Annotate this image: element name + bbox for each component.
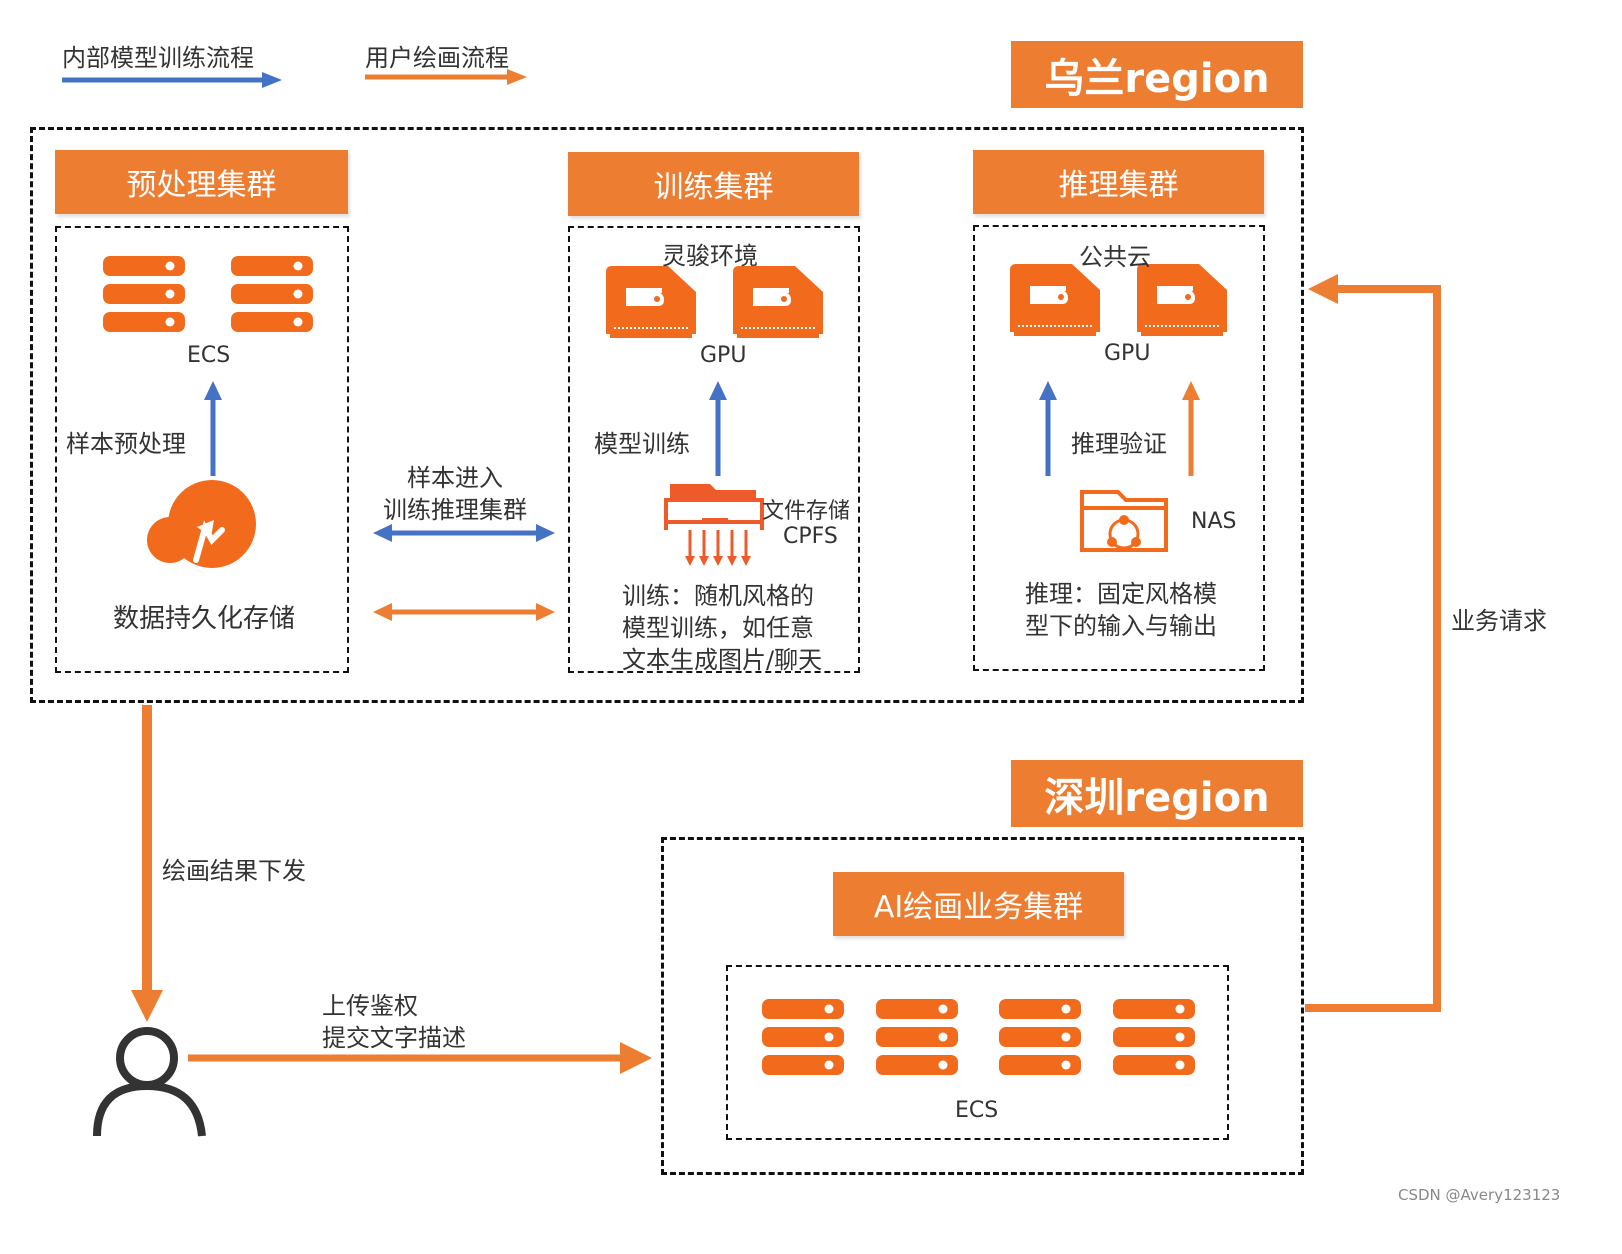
server-rack-icon	[999, 999, 1081, 1075]
training-desc-line: 文本生成图片/聊天	[622, 646, 823, 674]
legend-user-label: 用户绘画流程	[365, 44, 509, 72]
preprocess-up-arrow	[204, 381, 222, 476]
server-rack-icon	[762, 999, 844, 1075]
training-desc-line: 模型训练，如任意	[622, 614, 814, 642]
preprocess-server-label: ECS	[187, 343, 231, 368]
server-rack-icon	[103, 256, 185, 332]
server-rack-icon	[876, 999, 958, 1075]
legend-internal-arrow	[62, 72, 282, 88]
training-cluster-header: 训练集群	[568, 152, 859, 216]
inference-cluster-box	[973, 225, 1265, 671]
inference-cluster-header: 推理集群	[973, 150, 1264, 214]
server-rack-icon	[1113, 999, 1195, 1075]
training-gpu-label: GPU	[700, 343, 747, 368]
region-ulan-header: 乌兰region	[1011, 41, 1303, 108]
legend-internal-label: 内部模型训练流程	[62, 44, 254, 72]
inference-orange-up-arrow	[1182, 381, 1200, 476]
result-down-arrow	[131, 705, 163, 1022]
inference-desc: 推理：固定风格模 型下的输入与输出	[1025, 578, 1217, 642]
upload-arrow	[188, 1042, 652, 1074]
business-request-label: 业务请求	[1451, 607, 1547, 635]
nas-folder-icon	[1080, 490, 1168, 552]
cloud-upload-icon	[147, 480, 256, 568]
sample-entry-orange-arrow	[373, 603, 555, 621]
upload-label: 上传鉴权 提交文字描述	[322, 990, 466, 1054]
inference-gpu-label: GPU	[1104, 341, 1151, 366]
inference-step-label: 推理验证	[1071, 430, 1167, 458]
ai-painting-cluster-box	[726, 965, 1229, 1140]
inference-desc-line: 推理：固定风格模	[1025, 580, 1217, 608]
upload-line: 上传鉴权	[322, 992, 418, 1020]
sample-entry-line: 训练推理集群	[383, 496, 527, 524]
ai-painting-server-label: ECS	[955, 1098, 999, 1123]
preprocess-step-label: 样本预处理	[66, 430, 186, 458]
region-shenzhen-header: 深圳region	[1011, 760, 1303, 827]
legend-user-arrow	[365, 69, 527, 85]
preprocess-cluster-box	[55, 226, 349, 673]
training-desc-line: 训练：随机风格的	[622, 582, 814, 610]
training-storage-label-1: 文件存储	[762, 499, 851, 524]
result-down-label: 绘画结果下发	[162, 857, 306, 885]
training-env-label: 灵骏环境	[662, 242, 758, 270]
inference-storage-label: NAS	[1191, 509, 1237, 534]
region-ulan-box	[30, 127, 1304, 703]
region-shenzhen-box	[661, 837, 1304, 1175]
gpu-card-icon	[732, 265, 824, 339]
training-cluster-box	[568, 226, 860, 673]
preprocess-cluster-header: 预处理集群	[55, 150, 348, 214]
gpu-card-icon	[1009, 263, 1101, 337]
inference-desc-line: 型下的输入与输出	[1025, 612, 1217, 640]
training-step-label: 模型训练	[594, 430, 690, 458]
inference-blue-up-arrow	[1039, 381, 1057, 476]
user-icon	[93, 1027, 206, 1137]
gpu-card-icon	[1136, 263, 1228, 337]
sample-entry-line: 样本进入	[407, 464, 503, 492]
watermark: CSDN @Avery123123	[1398, 1186, 1561, 1204]
training-storage-label-2: CPFS	[783, 524, 838, 549]
upload-line: 提交文字描述	[322, 1024, 466, 1052]
file-storage-icon	[664, 484, 764, 566]
sample-entry-label: 样本进入 训练推理集群	[383, 462, 527, 526]
server-rack-icon	[231, 256, 313, 332]
business-request-arrow	[1305, 274, 1441, 1012]
ai-painting-cluster-header: AI绘画业务集群	[833, 872, 1124, 936]
preprocess-storage-label: 数据持久化存储	[113, 604, 296, 634]
gpu-card-icon	[605, 265, 697, 339]
training-up-arrow	[709, 381, 727, 476]
sample-entry-blue-arrow	[373, 524, 555, 542]
training-desc: 训练：随机风格的 模型训练，如任意 文本生成图片/聊天	[622, 580, 822, 676]
inference-env-label: 公共云	[1079, 243, 1151, 271]
